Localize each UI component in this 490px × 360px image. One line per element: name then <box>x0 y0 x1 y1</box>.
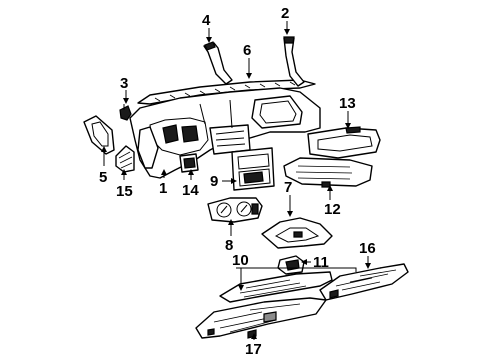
leader-lines <box>101 21 371 340</box>
lower-left-trim <box>115 145 135 173</box>
callout-3: 3 <box>120 75 128 92</box>
left-defroster-duct <box>203 41 233 85</box>
callout-11: 11 <box>313 254 329 271</box>
lower-trim-panel <box>195 297 327 339</box>
callout-9: 9 <box>210 173 218 190</box>
small-module <box>277 255 305 275</box>
callout-12: 12 <box>324 201 341 218</box>
center-bezel <box>231 147 275 191</box>
right-defroster-duct <box>283 36 305 87</box>
instrument-panel-carrier <box>129 87 321 179</box>
glove-box-bin <box>283 157 373 188</box>
callout-5: 5 <box>99 169 107 186</box>
mounting-bracket <box>119 104 132 121</box>
callout-1: 1 <box>159 180 167 197</box>
instrument-cluster <box>207 197 263 223</box>
callout-2: 2 <box>281 5 289 22</box>
callout-14: 14 <box>182 182 199 199</box>
control-switch <box>179 153 199 173</box>
callout-15: 15 <box>116 183 133 200</box>
callout-17: 17 <box>245 341 262 358</box>
callout-13: 13 <box>339 95 356 112</box>
callout-6: 6 <box>243 42 251 59</box>
right-lower-trim <box>319 263 409 301</box>
callout-16: 16 <box>359 240 376 257</box>
callout-10: 10 <box>232 252 249 269</box>
left-end-cap <box>83 115 115 155</box>
callout-8: 8 <box>225 237 233 254</box>
callout-7: 7 <box>284 179 292 196</box>
cluster-hood <box>261 217 333 249</box>
knee-bolster-panel <box>219 271 333 303</box>
glove-box-door <box>307 126 381 159</box>
callout-4: 4 <box>202 12 211 29</box>
